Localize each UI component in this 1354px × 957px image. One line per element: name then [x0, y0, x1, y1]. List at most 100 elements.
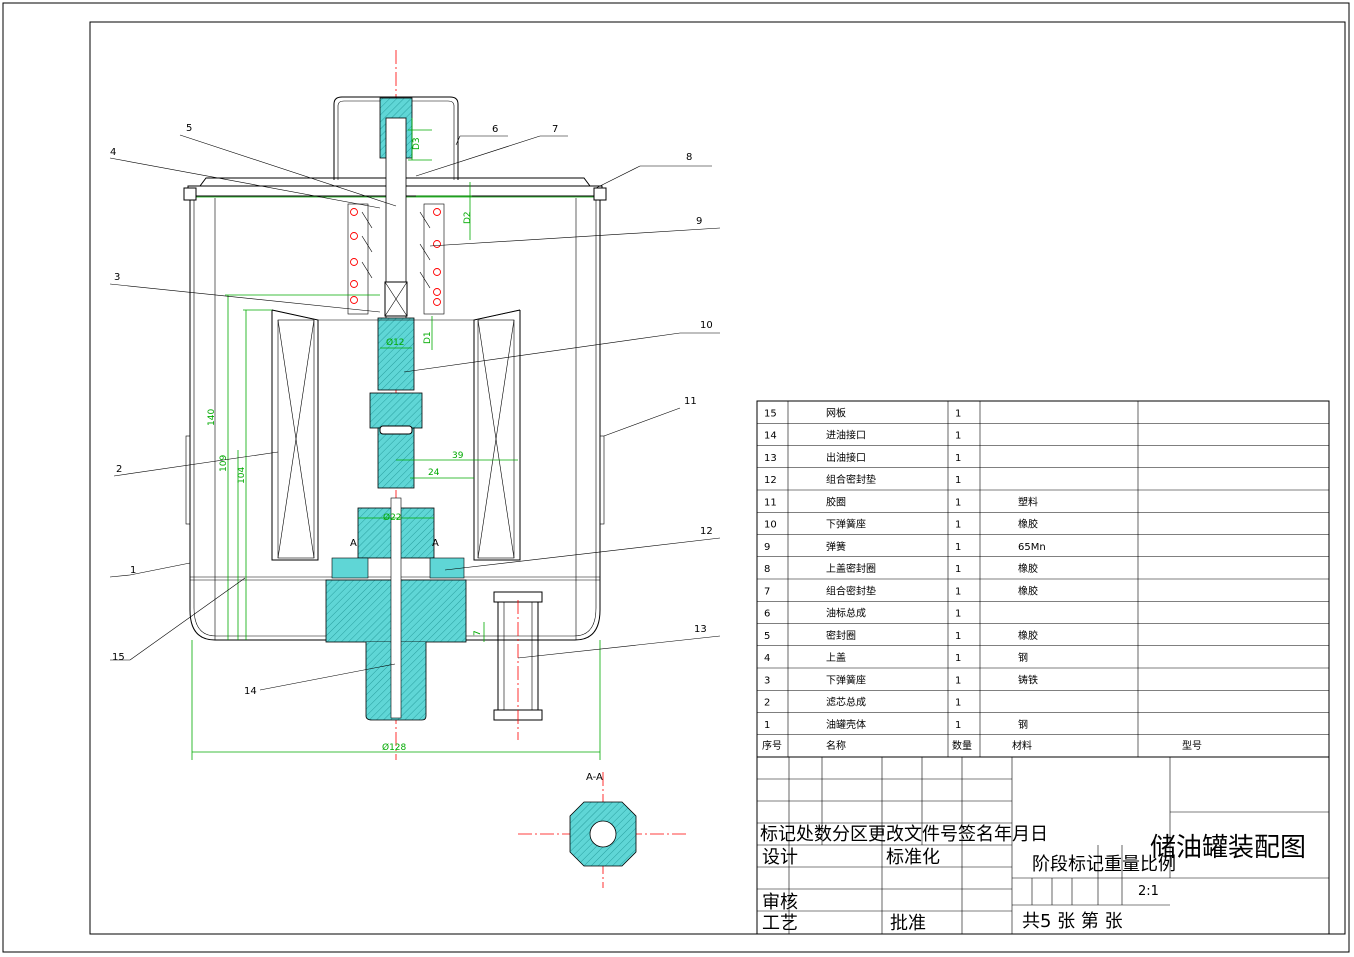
balloon-10: 10: [700, 320, 713, 331]
bom-cell-qty: 1: [955, 453, 961, 464]
dimension-lines: [191, 118, 601, 760]
bom-cell-name: 进油接口: [826, 429, 866, 442]
dim-7: 7: [473, 630, 483, 636]
bom-cell-qty: 1: [955, 609, 961, 620]
balloon-8: 8: [686, 152, 692, 163]
bom-header-name: 名称: [826, 739, 846, 752]
balloon-14: 14: [244, 686, 257, 697]
filter-element: [271, 309, 521, 561]
spring: [347, 203, 445, 315]
balloon-5: 5: [186, 123, 192, 134]
balloon-6: 6: [492, 124, 498, 135]
dim-39: 39: [452, 451, 464, 461]
bom-cell-material: 塑料: [1018, 495, 1038, 508]
bom-header-model: 型号: [1182, 739, 1202, 752]
dim-140: 140: [207, 409, 217, 426]
title-block-approve: 批准: [890, 913, 926, 934]
bom-cell-no: 11: [764, 497, 777, 508]
balloon-13: 13: [694, 624, 707, 635]
bom-cell-name: 弹簧: [826, 540, 846, 553]
dim-phi12: Ø12: [386, 337, 405, 348]
dim-104: 104: [237, 467, 247, 484]
title-block-standardize: 标准化: [886, 847, 940, 868]
bom-cell-qty: 1: [955, 720, 961, 731]
balloon-11: 11: [684, 396, 697, 407]
bom-cell-qty: 1: [955, 520, 961, 531]
bom-cell-qty: 1: [955, 675, 961, 686]
bom-cell-no: 4: [764, 653, 770, 664]
bom-cell-material: 钢: [1018, 718, 1028, 731]
bom-cell-no: 7: [764, 586, 770, 597]
inner-frame: [89, 21, 1346, 935]
balloon-2: 2: [116, 464, 122, 475]
bom-cell-no: 13: [764, 453, 777, 464]
dim-109: 109: [219, 455, 229, 472]
dim-phi22: Ø22: [383, 512, 402, 523]
section-mark-right: A: [432, 538, 439, 549]
bom-cell-no: 12: [764, 475, 777, 486]
bom-cell-no: 2: [764, 698, 770, 709]
bom-cell-name: 油罐壳体: [826, 718, 866, 731]
bom-cell-material: 橡胶: [1018, 629, 1038, 642]
bom-cell-qty: 1: [955, 542, 961, 553]
leader-lines: [109, 134, 721, 691]
drawing-title: 储油罐装配图: [1150, 833, 1306, 863]
bom-cell-qty: 1: [955, 475, 961, 486]
bom-cell-material: 钢: [1018, 651, 1028, 664]
bom-cell-no: 15: [764, 408, 777, 419]
dim-d1: D1: [423, 331, 433, 344]
bom-cell-no: 6: [764, 609, 770, 620]
section-label: A-A: [586, 772, 603, 783]
outlet-pipe: [493, 591, 543, 740]
bom-cell-no: 14: [764, 431, 777, 442]
section-view-aa: A-A: [518, 772, 688, 888]
bom-cell-name: 组合密封垫: [826, 473, 876, 486]
balloon-9: 9: [696, 216, 702, 227]
bom-cell-name: 下弹簧座: [826, 518, 866, 531]
title-block-process: 工艺: [762, 913, 798, 934]
balloon-15: 15: [112, 652, 125, 663]
title-block-sheets: 共5 张 第 张: [1022, 911, 1123, 932]
bom-cell-no: 5: [764, 631, 770, 642]
title-block-mark-row: 标记处数分区更改文件号签名年月日: [760, 824, 1048, 845]
bom-cell-name: 油标总成: [826, 607, 866, 620]
title-block-design: 设计: [762, 847, 798, 868]
dim-d2: D2: [463, 211, 473, 224]
balloon-7: 7: [552, 124, 558, 135]
title-block-scale: 2:1: [1138, 884, 1159, 899]
bom-header-qty: 数量: [952, 739, 972, 752]
bom-cell-qty: 1: [955, 431, 961, 442]
bom-cell-material: 65Mn: [1018, 542, 1046, 553]
section-mark-left: A: [350, 538, 357, 549]
bom-cell-qty: 1: [955, 497, 961, 508]
bom-cell-no: 1: [764, 720, 770, 731]
title-block-stage: 阶段标记重量比例: [1032, 854, 1176, 875]
dim-24: 24: [428, 468, 440, 478]
title-block: [756, 756, 1330, 935]
bom-header-no: 序号: [762, 739, 782, 752]
bom-cell-qty: 1: [955, 631, 961, 642]
bom-cell-name: 出油接口: [826, 451, 866, 464]
dim-phi128: Ø128: [382, 742, 407, 753]
bom-cell-no: 9: [764, 542, 770, 553]
bom-cell-name: 组合密封垫: [826, 584, 876, 597]
bom-cell-name: 胶圈: [826, 495, 846, 508]
bom-cell-material: 铸铁: [1018, 673, 1038, 686]
balloon-12: 12: [700, 526, 713, 537]
bom-cell-qty: 1: [955, 586, 961, 597]
bom-cell-name: 下弹簧座: [826, 673, 866, 686]
balloon-3: 3: [114, 272, 120, 283]
bom-cell-qty: 1: [955, 408, 961, 419]
bom-cell-name: 上盖: [826, 651, 846, 664]
dim-d3: D3: [412, 137, 422, 150]
bom-cell-no: 10: [764, 520, 777, 531]
bom-cell-qty: 1: [955, 698, 961, 709]
title-block-review: 审核: [762, 892, 798, 913]
bom-cell-name: 上盖密封圈: [826, 562, 876, 575]
bom-cell-material: 橡胶: [1018, 584, 1038, 597]
bom-cell-name: 滤芯总成: [826, 696, 866, 709]
bom-cell-name: 网板: [826, 406, 846, 419]
